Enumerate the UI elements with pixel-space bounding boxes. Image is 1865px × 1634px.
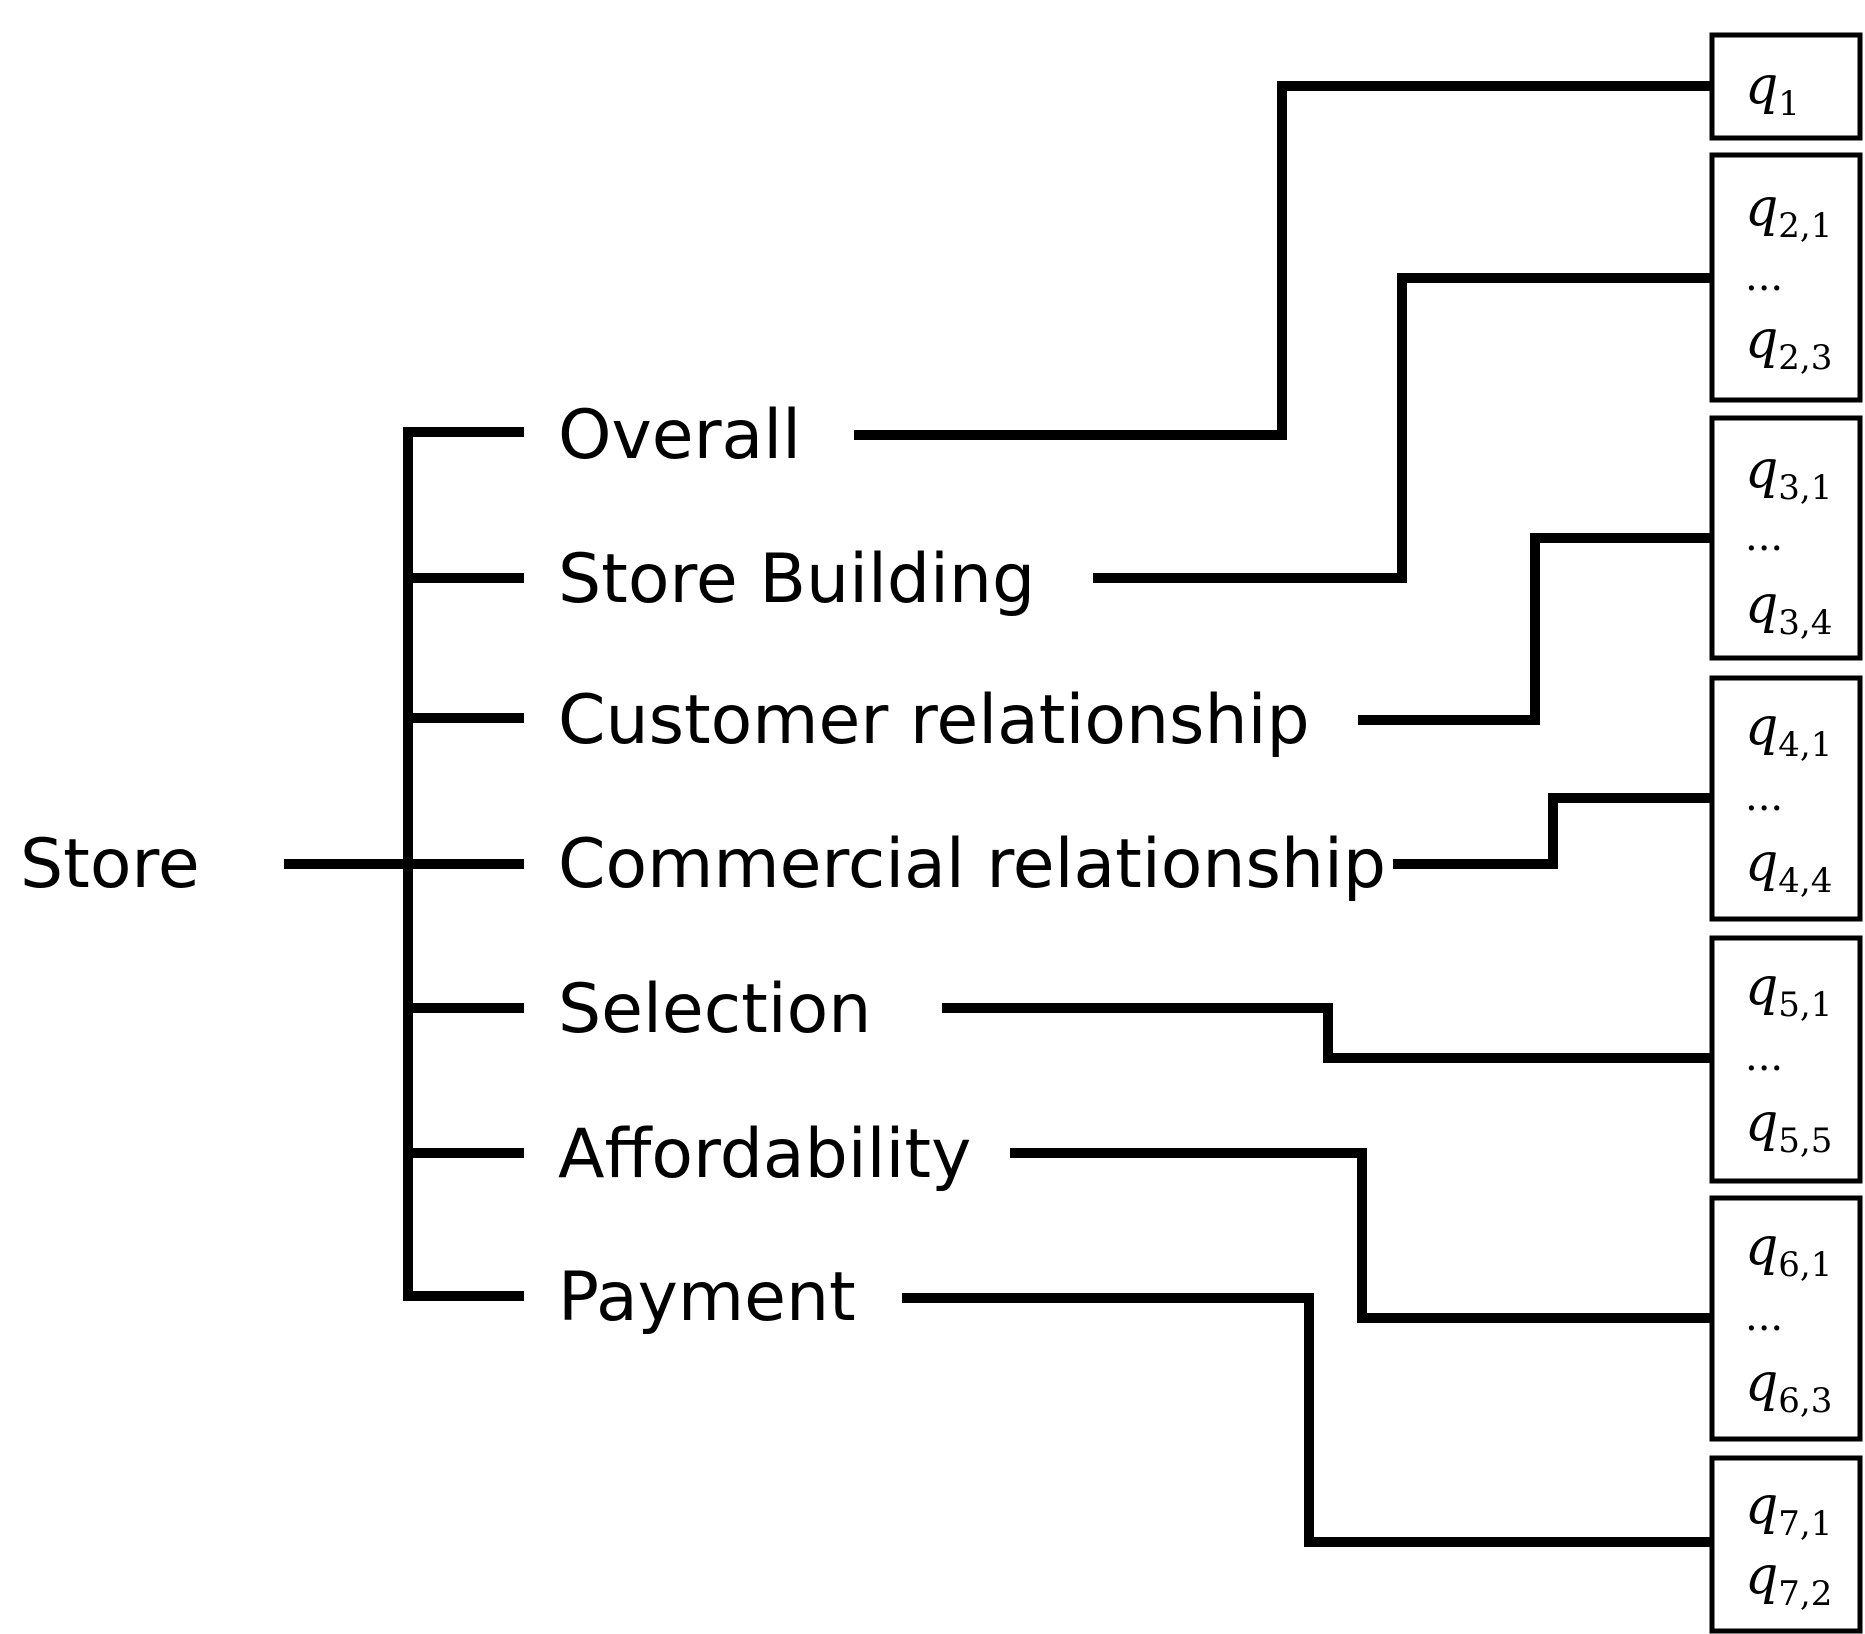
question-q7-1: q7,1 xyxy=(1745,1476,1832,1544)
category-label-affordability: Affordability xyxy=(558,1115,971,1194)
question-q2-3: q2,3 xyxy=(1745,310,1832,378)
question-box-payment xyxy=(1709,1455,1863,1634)
link-overall xyxy=(854,81,1712,440)
category-payment: Payment q7,1 q7,2 xyxy=(403,1258,1863,1634)
question-box-overall xyxy=(1709,32,1863,141)
link-customer-relationship xyxy=(1358,533,1712,725)
question-q4-1: q4,1 xyxy=(1745,697,1832,765)
question-q3-4: q3,4 xyxy=(1745,575,1832,643)
question-q7-2: q7,2 xyxy=(1745,1546,1832,1614)
question-q4-4: q4,4 xyxy=(1745,833,1832,901)
question-q5-5: q5,5 xyxy=(1745,1093,1832,1161)
question-ellipsis-5: ... xyxy=(1745,1034,1783,1080)
link-commercial-relationship xyxy=(1393,793,1712,869)
category-label-selection: Selection xyxy=(558,970,871,1049)
question-ellipsis-4: ... xyxy=(1745,774,1783,820)
question-ellipsis-2: ... xyxy=(1745,254,1783,300)
category-selection: Selection q5,1 ... q5,5 xyxy=(403,935,1863,1184)
question-q1: q1 xyxy=(1745,56,1800,124)
category-customer-relationship: Customer relationship q3,1 ... q3,4 xyxy=(403,415,1863,760)
category-commercial-relationship: Commercial relationship q4,1 ... q4,4 xyxy=(403,675,1863,922)
category-affordability: Affordability q6,1 ... q6,3 xyxy=(403,1115,1863,1442)
question-box-store-building xyxy=(1709,152,1863,403)
question-box-affordability xyxy=(1709,1195,1863,1442)
question-q6-1: q6,1 xyxy=(1745,1217,1832,1285)
category-overall: Overall q1 xyxy=(403,32,1863,475)
question-box-selection xyxy=(1709,935,1863,1184)
category-store-building: Store Building q2,1 ... q2,3 xyxy=(403,152,1863,619)
question-box-commercial-relationship xyxy=(1709,675,1863,922)
root-label: Store xyxy=(20,825,200,904)
question-q2-1: q2,1 xyxy=(1745,178,1832,246)
category-label-overall: Overall xyxy=(558,396,801,475)
link-affordability xyxy=(1010,1148,1712,1323)
category-label-commercial-relationship: Commercial relationship xyxy=(558,825,1386,904)
question-ellipsis-6: ... xyxy=(1745,1294,1783,1340)
question-q6-3: q6,3 xyxy=(1745,1353,1832,1421)
link-payment xyxy=(902,1293,1712,1547)
category-label-customer-relationship: Customer relationship xyxy=(558,681,1310,760)
link-selection xyxy=(942,1003,1712,1063)
category-label-store-building: Store Building xyxy=(558,540,1035,619)
question-ellipsis-3: ... xyxy=(1745,514,1783,560)
question-box-customer-relationship xyxy=(1709,415,1863,661)
link-store-building xyxy=(1093,273,1712,583)
question-q3-1: q3,1 xyxy=(1745,440,1832,508)
category-label-payment: Payment xyxy=(558,1258,856,1337)
question-q5-1: q5,1 xyxy=(1745,957,1832,1025)
